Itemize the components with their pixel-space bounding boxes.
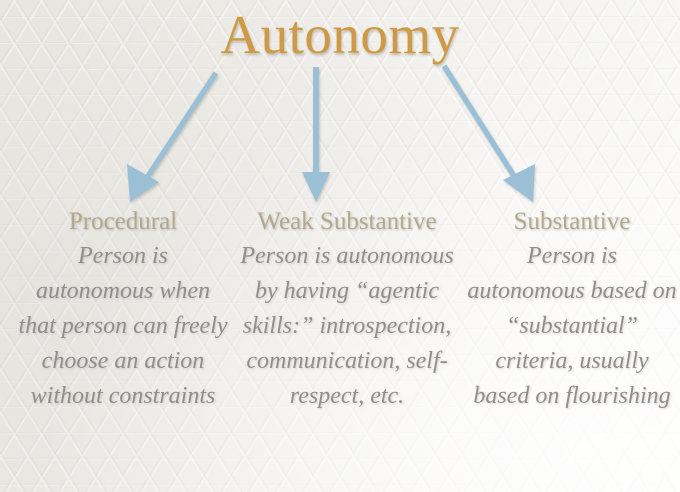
diagram-title: Autonomy [220,4,460,65]
branch-heading-procedural: Procedural [68,208,178,235]
branch-description-procedural: Person is autonomous when that person ca… [18,243,228,409]
branch-substantive: Substantive Person is autonomous based o… [462,206,680,414]
branch-procedural: Procedural Person is autonomous when tha… [8,206,238,414]
branch-heading-substantive: Substantive [513,208,631,235]
branch-description-substantive: Person is autonomous based on “substanti… [467,243,677,409]
branch-heading-weak-substantive: Weak Substantive [257,208,437,235]
branch-description-weak-substantive: Person is autonomous by having “agentic … [240,243,454,409]
branch-weak-substantive: Weak Substantive Person is autonomous by… [229,206,465,414]
